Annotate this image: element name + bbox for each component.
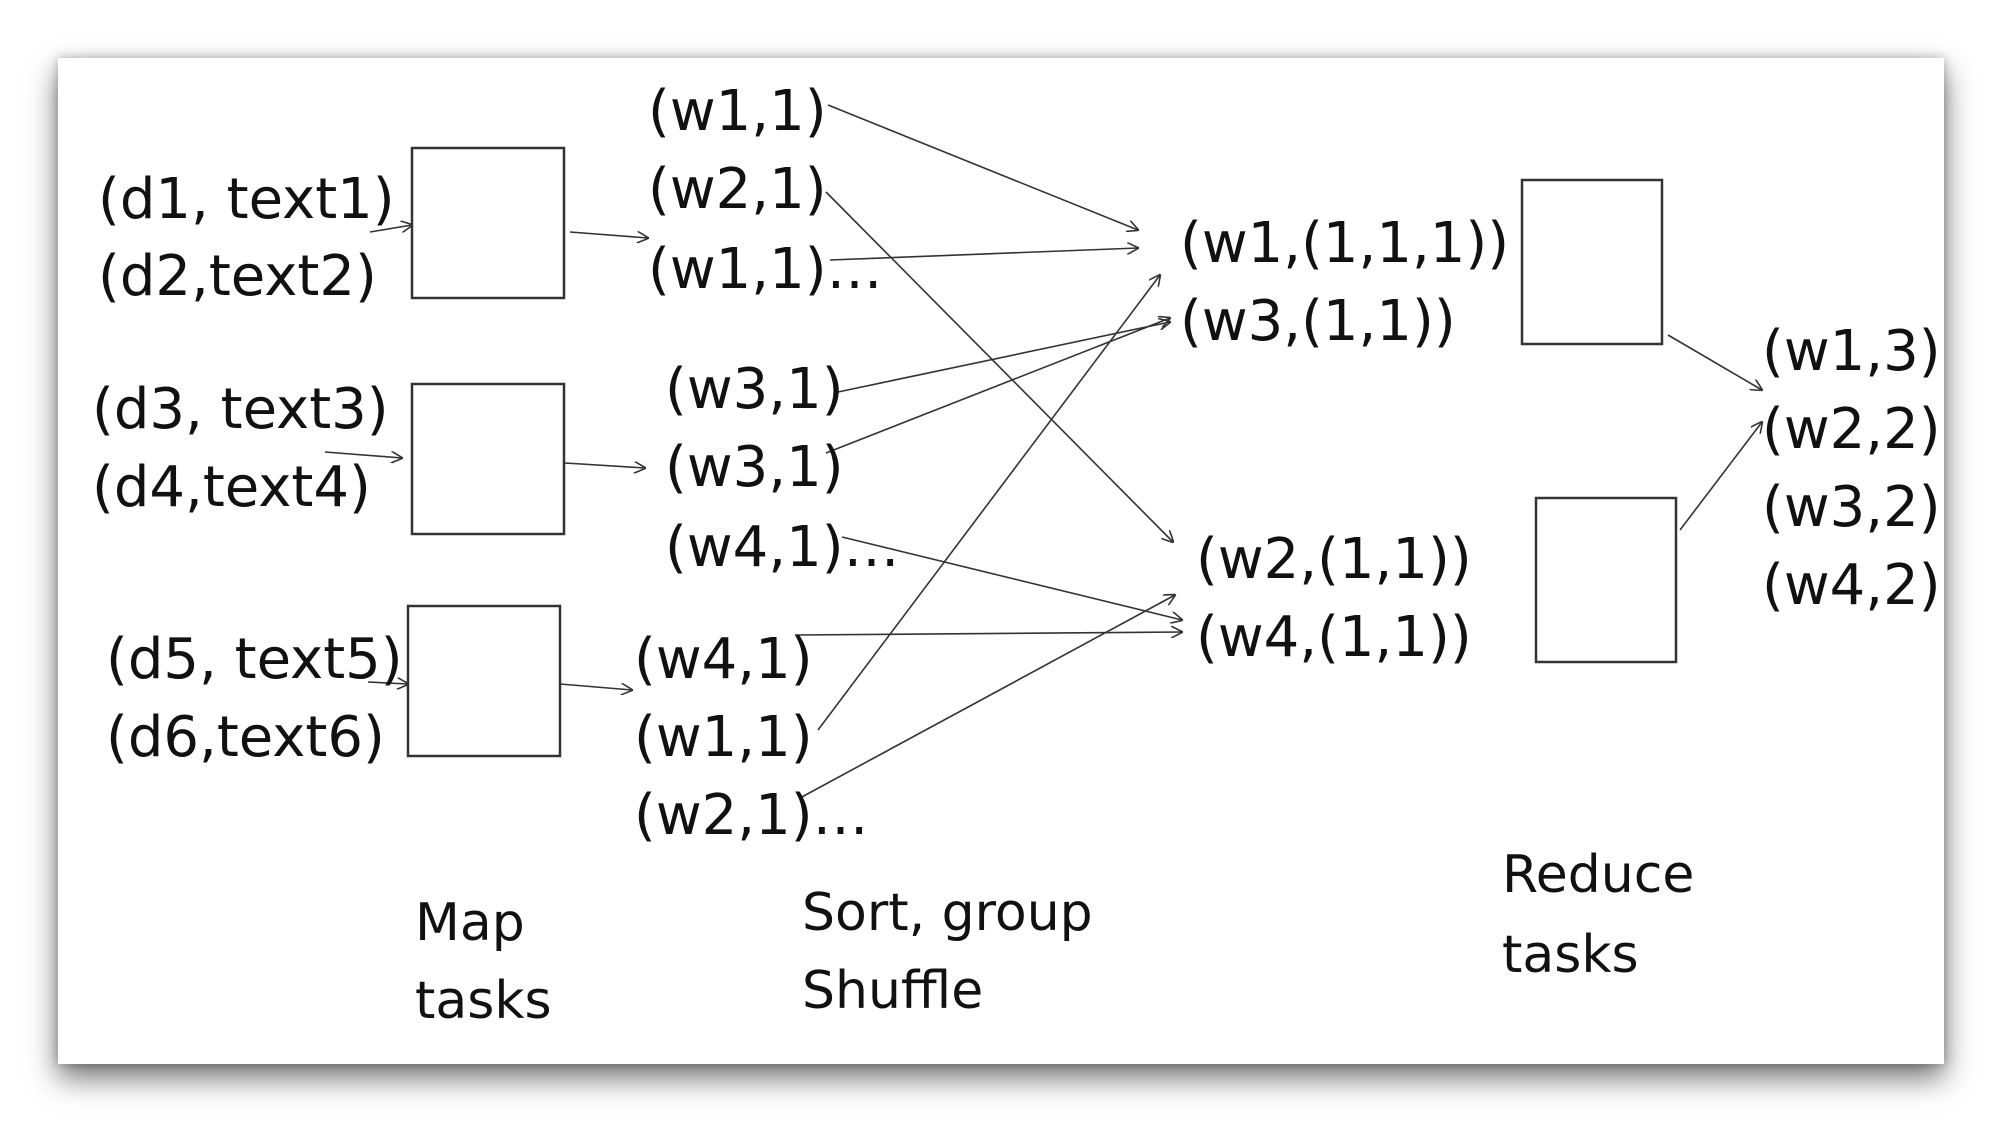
edge-w4b-g4 xyxy=(794,632,1182,635)
grouped-pairs: (w1,(1,1,1)) (w3,(1,1)) (w2,(1,1)) (w4,(… xyxy=(1180,211,1509,670)
reduce-caption-line-1: Reduce xyxy=(1502,845,1694,905)
grouped-pair-1: (w1,(1,1,1)) xyxy=(1180,211,1509,276)
edge-w1c-g1 xyxy=(817,275,1160,731)
reduce-task-boxes xyxy=(1520,178,1678,664)
map-output-7: (w4,1) xyxy=(634,627,813,692)
edge-w1b-g1 xyxy=(829,248,1138,261)
edge-input1-map1 xyxy=(369,225,412,233)
reduce-task-box-2 xyxy=(1534,496,1678,664)
edge-reduce2-result xyxy=(1679,422,1762,531)
captions: Map tasks Sort, group Shuffle Reduce tas… xyxy=(415,845,1694,1031)
edge-w3b-g2 xyxy=(825,318,1170,454)
map-output-8: (w1,1) xyxy=(634,705,813,770)
input-pair-3: (d3, text3) xyxy=(92,377,389,442)
edge-w2a-g3 xyxy=(825,191,1173,542)
input-pair-5: (d5, text5) xyxy=(106,627,403,692)
input-pairs: (d1, text1) (d2,text2) (d3, text3) (d4,t… xyxy=(92,167,403,770)
result-pair-2: (w2,2) xyxy=(1762,397,1941,462)
edge-w3a-g2 xyxy=(837,322,1170,393)
input-pair-1: (d1, text1) xyxy=(98,167,395,232)
map-output-5: (w3,1) xyxy=(665,435,844,500)
map-outputs: (w1,1) (w2,1) (w1,1)… (w3,1) (w3,1) (w4,… xyxy=(634,79,900,848)
map-task-box-2 xyxy=(410,382,566,536)
map-task-boxes xyxy=(406,146,566,758)
edge-w2c-g3 xyxy=(799,595,1175,799)
map-task-box-3 xyxy=(406,604,562,758)
map-caption-line-2: tasks xyxy=(415,971,552,1031)
grouped-pair-2: (w3,(1,1)) xyxy=(1180,289,1456,354)
edge-map3-out xyxy=(559,684,632,690)
reduce-results: (w1,3) (w2,2) (w3,2) (w4,2) xyxy=(1762,319,1941,618)
map-output-6: (w4,1)… xyxy=(665,515,900,580)
edge-w4a-g4 xyxy=(841,536,1182,620)
reduce-task-box-1 xyxy=(1520,178,1664,346)
shuffle-caption-line-2: Shuffle xyxy=(802,961,983,1021)
result-pair-4: (w4,2) xyxy=(1762,553,1941,618)
edge-w1a-g1 xyxy=(827,104,1138,230)
edges xyxy=(324,104,1762,799)
input-pair-4: (d4,text4) xyxy=(92,455,371,520)
edge-input4-map2 xyxy=(324,452,402,458)
result-pair-1: (w1,3) xyxy=(1762,319,1941,384)
edge-map2-out xyxy=(564,463,645,468)
map-task-box-1 xyxy=(410,146,566,300)
grouped-pair-3: (w2,(1,1)) xyxy=(1196,527,1472,592)
edge-reduce1-result xyxy=(1667,334,1762,390)
map-output-1: (w1,1) xyxy=(648,79,827,144)
shuffle-caption-line-1: Sort, group xyxy=(802,883,1093,943)
edge-map1-out xyxy=(569,232,648,238)
map-output-9: (w2,1)… xyxy=(634,783,869,848)
input-pair-2: (d2,text2) xyxy=(98,244,377,309)
input-pair-6: (d6,text6) xyxy=(106,705,385,770)
map-caption-line-1: Map xyxy=(415,893,525,953)
map-output-3: (w1,1)… xyxy=(648,237,883,302)
map-output-4: (w3,1) xyxy=(665,357,844,422)
result-pair-3: (w3,2) xyxy=(1762,475,1941,540)
reduce-caption-line-2: tasks xyxy=(1502,925,1639,985)
map-output-2: (w2,1) xyxy=(648,157,827,222)
grouped-pair-4: (w4,(1,1)) xyxy=(1196,605,1472,670)
edge-input5-map3 xyxy=(367,682,408,684)
